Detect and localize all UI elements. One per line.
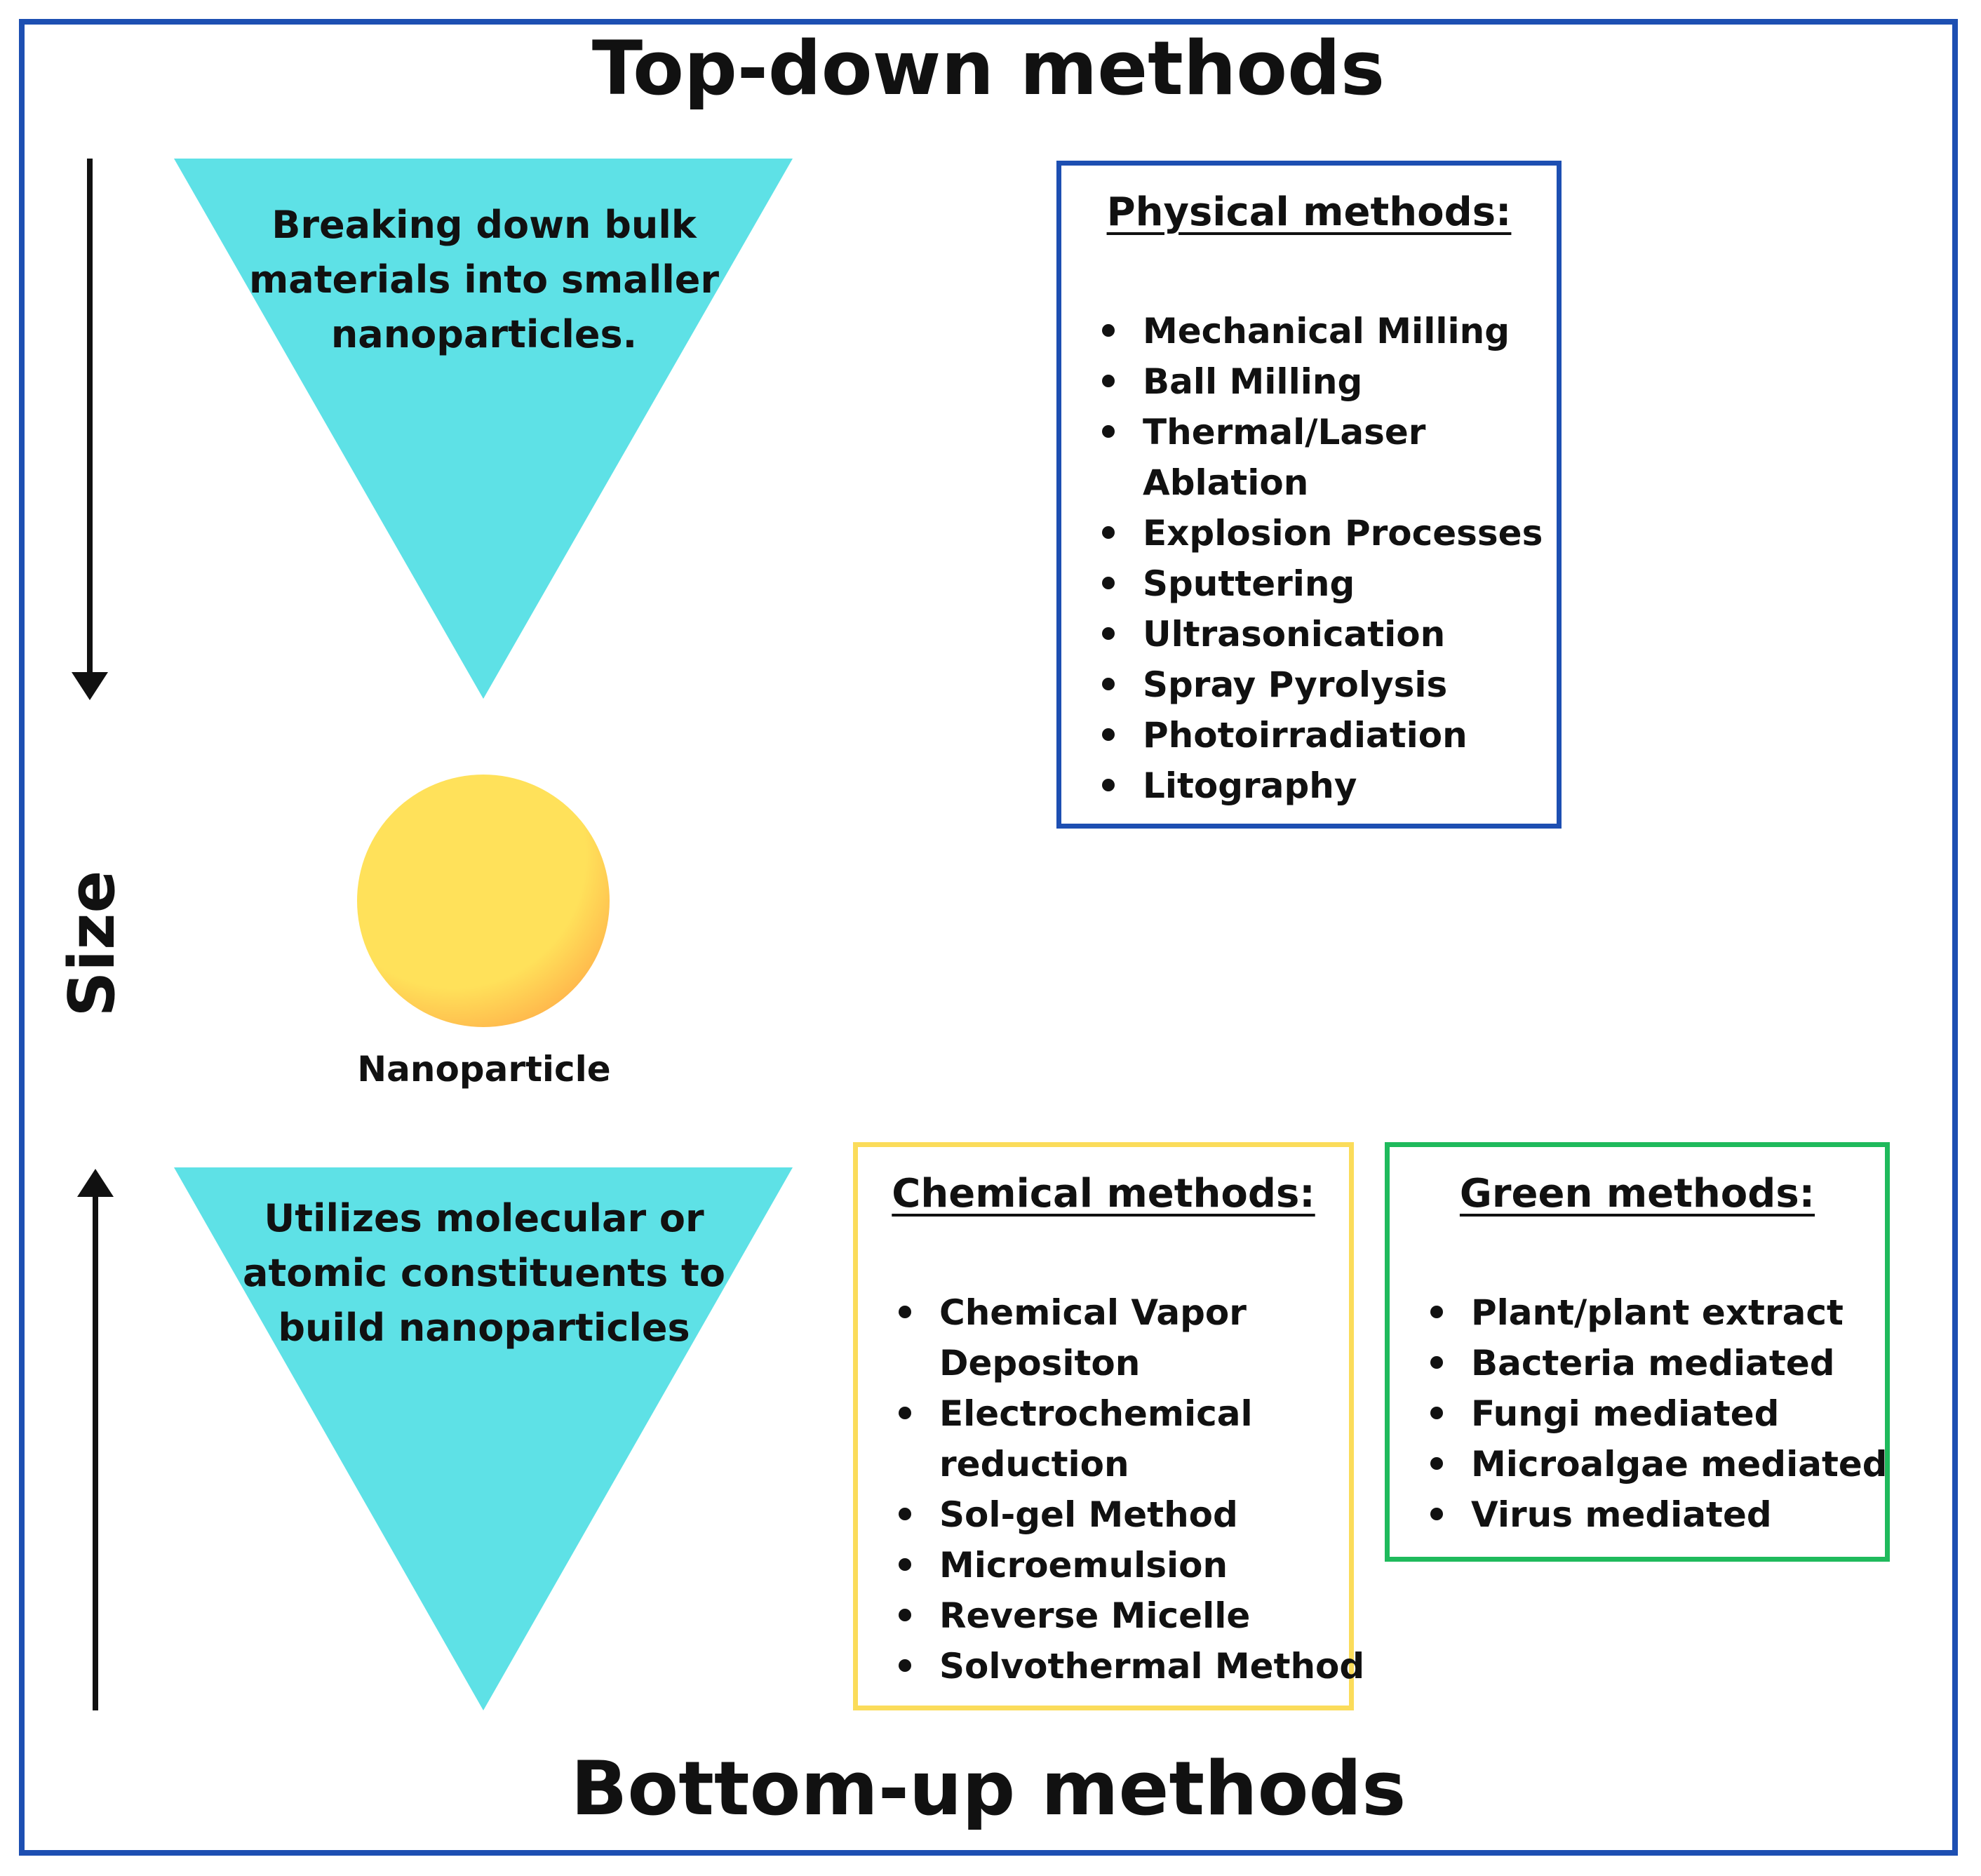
list-item-text: Spray Pyrolysis: [1143, 664, 1448, 705]
list-item-text: Ablation: [1143, 462, 1309, 503]
list-item-text: Reverse Micelle: [939, 1595, 1251, 1636]
bullet-icon: [1102, 779, 1115, 791]
list-item: Bacteria mediated: [1426, 1338, 1888, 1388]
bullet-icon: [899, 1508, 911, 1520]
list-item-text: Mechanical Milling: [1143, 311, 1510, 351]
bullet-icon: [899, 1558, 911, 1571]
list-item: Reverse Micelle: [894, 1590, 1364, 1641]
bullet-icon: [899, 1659, 911, 1672]
list-item-text: Electrochemical: [939, 1393, 1253, 1434]
sphere-icon: [357, 775, 610, 1027]
list-item-text: Virus mediated: [1471, 1494, 1772, 1535]
bullet-icon: [1430, 1457, 1443, 1470]
list-item-text: Ball Milling: [1143, 361, 1363, 402]
list-item-text: Microalgae mediated: [1471, 1444, 1888, 1485]
top-down-description: Breaking down bulk materials into smalle…: [249, 203, 719, 356]
list-item: Litography: [1098, 761, 1543, 811]
list-item: Explosion Processes: [1098, 508, 1543, 558]
list-item-text: Plant/plant extract: [1471, 1292, 1844, 1333]
green-methods-title: Green methods:: [1459, 1171, 1815, 1217]
list-item: Sputtering: [1098, 558, 1543, 609]
bullet-icon: [1102, 526, 1115, 539]
chemical-methods-title: Chemical methods:: [892, 1171, 1315, 1217]
list-item-text: Chemical Vapor: [939, 1292, 1247, 1333]
list-item: Ultrasonication: [1098, 609, 1543, 659]
bullet-icon: [1430, 1407, 1443, 1419]
list-item-text: Sol-gel Method: [939, 1494, 1238, 1535]
list-item: Solvothermal Method: [894, 1641, 1364, 1691]
bullet-icon: [1430, 1306, 1443, 1318]
bottom-up-description: Utilizes molecular or atomic constituent…: [243, 1196, 725, 1350]
bottom-up-triangle: [174, 1167, 793, 1710]
bullet-icon: [899, 1407, 911, 1419]
list-item: Plant/plant extract: [1426, 1287, 1888, 1338]
list-item-text: Explosion Processes: [1143, 513, 1543, 554]
bullet-icon: [1102, 324, 1115, 337]
bullet-icon: [1102, 577, 1115, 589]
list-item: Spray Pyrolysis: [1098, 659, 1543, 710]
nanoparticle-label: Nanoparticle: [357, 1049, 611, 1090]
list-item: Ball Milling: [1098, 356, 1543, 407]
list-item: Sol-gel Method: [894, 1489, 1364, 1540]
list-item: Microemulsion: [894, 1540, 1364, 1590]
bullet-icon: [1102, 375, 1115, 387]
size-axis-label: Size: [55, 870, 129, 1017]
bottom-up-heading: Bottom-up methods: [570, 1746, 1406, 1832]
list-item-text: Ultrasonication: [1143, 614, 1446, 655]
list-item-text: Photoirradiation: [1143, 715, 1468, 756]
list-item: Mechanical Milling: [1098, 306, 1543, 356]
bullet-icon: [1430, 1508, 1443, 1520]
bullet-icon: [1102, 728, 1115, 741]
list-item-text: Microemulsion: [939, 1545, 1228, 1586]
arrow-down-icon: [72, 159, 108, 700]
list-item-text: Depositon: [939, 1343, 1141, 1383]
list-item-text: Bacteria mediated: [1471, 1343, 1835, 1383]
physical-methods-title: Physical methods:: [1106, 189, 1512, 235]
bullet-icon: [1102, 678, 1115, 690]
top-down-heading: Top-down methods: [591, 25, 1385, 112]
list-item: Electrochemical reduction: [894, 1388, 1364, 1489]
list-item-text: Solvothermal Method: [939, 1646, 1365, 1687]
bullet-icon: [899, 1306, 911, 1318]
list-item-text: reduction: [939, 1444, 1129, 1485]
list-item-text: Fungi mediated: [1471, 1393, 1780, 1434]
list-item: Photoirradiation: [1098, 710, 1543, 761]
bullet-icon: [1102, 425, 1115, 438]
list-item-text: Sputtering: [1143, 563, 1355, 604]
top-down-triangle: [174, 159, 793, 699]
bullet-icon: [899, 1609, 911, 1621]
list-item-text: Thermal/Laser: [1143, 412, 1426, 453]
arrow-up-icon: [77, 1169, 114, 1710]
list-item-text: Litography: [1143, 765, 1357, 806]
bullet-icon: [1430, 1356, 1443, 1369]
list-item: Fungi mediated: [1426, 1388, 1888, 1439]
bullet-icon: [1102, 627, 1115, 640]
list-item: Virus mediated: [1426, 1489, 1888, 1540]
list-item: Microalgae mediated: [1426, 1439, 1888, 1489]
